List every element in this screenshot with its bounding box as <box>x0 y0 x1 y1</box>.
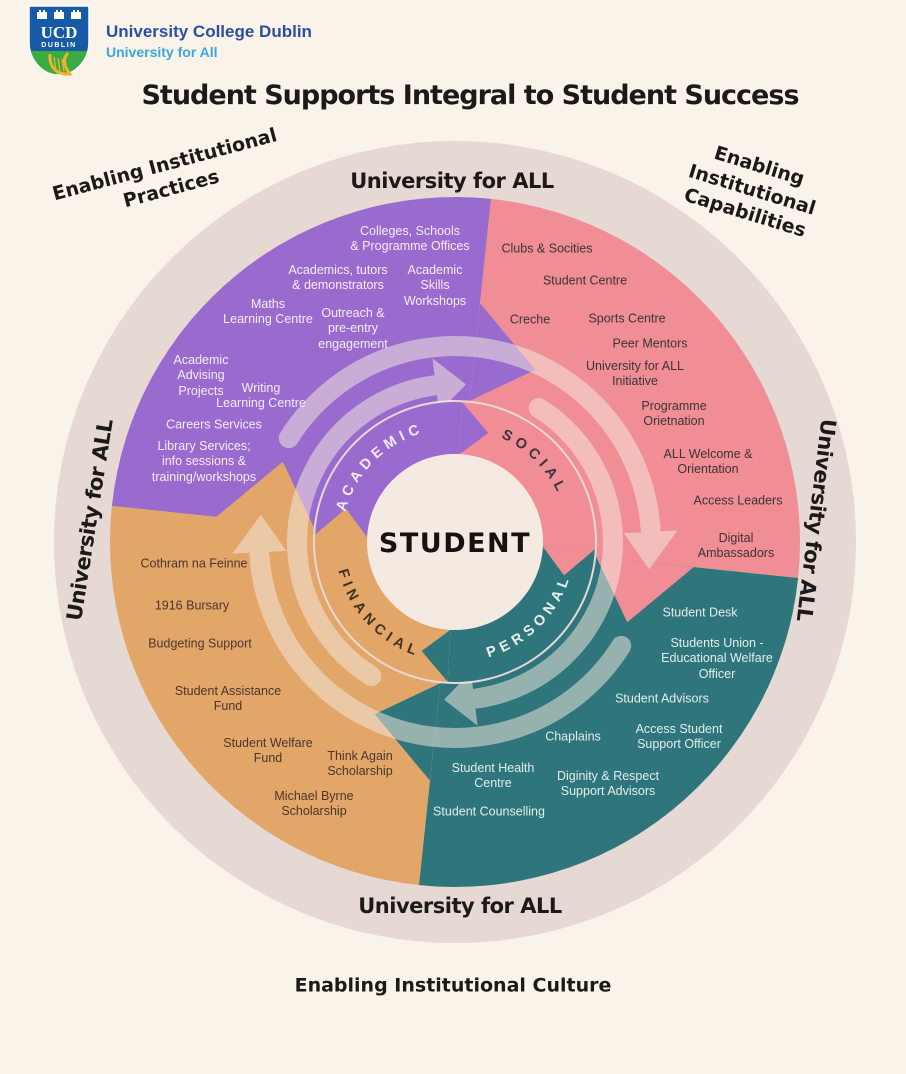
financial-block-chevron <box>216 461 314 528</box>
header: UCD DUBLIN University College Dublin Uni… <box>26 4 312 82</box>
support-item-social: Programme Orietnation <box>641 398 707 428</box>
financial-block <box>110 505 441 886</box>
support-item-social: Sports Centre <box>588 311 666 326</box>
academic-ring-chevron <box>459 402 489 455</box>
support-item-academic: Maths Learning Centre <box>223 296 313 326</box>
arrow-outer-to-right <box>278 336 661 539</box>
support-item-personal: Student Health Centre <box>451 760 535 790</box>
crest-acronym: UCD <box>41 23 78 42</box>
support-item-academic: Academic Skills Workshops <box>403 263 467 308</box>
support-item-financial: Cothram na Feinne <box>140 556 248 571</box>
support-item-social: Peer Mentors <box>612 336 688 351</box>
support-item-academic: Academics, tutors & demonstrators <box>288 262 388 292</box>
arrow-outer-to-left <box>249 545 632 748</box>
support-item-social: Digital Ambassadors <box>697 530 775 560</box>
personal-block <box>418 556 799 887</box>
corner-label-culture: Enabling Institutional Culture <box>294 974 612 997</box>
arrow-outer-to-right-head <box>623 530 678 570</box>
org-block: University College Dublin University for… <box>106 22 312 60</box>
ucd-crest-logo: UCD DUBLIN <box>28 5 90 76</box>
social-block <box>469 198 800 579</box>
support-item-social: Creche <box>509 312 551 327</box>
academic-block <box>111 196 492 528</box>
social-block-chevron <box>596 556 694 623</box>
support-item-academic: Library Services; info sessions & traini… <box>151 439 257 484</box>
support-item-financial: Budgeting Support <box>148 636 252 651</box>
arrow-outer-to-left-head <box>232 514 287 554</box>
support-item-personal: Diginity & Respect Support Advisors <box>556 768 660 798</box>
arrow-inner-to-bottom-head <box>443 672 478 726</box>
support-item-academic: Careers Services <box>166 417 262 432</box>
support-item-academic: Academic Advising Projects <box>173 353 229 398</box>
student-center-circle <box>367 454 543 630</box>
academic-ring-segment <box>315 402 463 538</box>
support-item-academic: Colleges, Schools & Programme Offices <box>350 223 470 253</box>
support-item-financial: Think Again Scholarship <box>327 748 393 778</box>
support-item-personal: Student Counselling <box>433 804 545 819</box>
support-item-financial: Student Assistance Fund <box>174 683 282 713</box>
personal-ring-segment <box>447 546 595 682</box>
arrow-inner-to-bottom <box>466 398 623 709</box>
page-title: Student Supports Integral to Student Suc… <box>141 80 799 112</box>
support-item-social: Clubs & Socities <box>501 241 593 256</box>
personal-ring-chevron <box>421 629 451 682</box>
support-item-academic: Writing Learning Centre <box>216 380 306 410</box>
financial-ring-chevron <box>315 508 368 538</box>
support-item-personal: Student Advisors <box>615 691 709 706</box>
support-item-social: University for ALL Initiative <box>586 358 684 388</box>
arrow-inner-to-top-head <box>432 358 467 412</box>
ring-label-bottom: University for ALL <box>358 893 562 918</box>
center-student-label: STUDENT <box>379 528 531 559</box>
support-item-social: ALL Welcome & Orientation <box>663 446 753 476</box>
support-item-personal: Chaplains <box>545 729 601 744</box>
financial-ring-segment <box>314 534 451 682</box>
support-item-financial: Michael Byrne Scholarship <box>274 788 354 818</box>
cycle-arrows <box>232 336 678 748</box>
support-item-social: Student Centre <box>542 273 628 288</box>
support-item-academic: Outreach & pre-entry engagement <box>318 306 388 351</box>
support-item-financial: 1916 Bursary <box>154 598 230 613</box>
crest-city: DUBLIN <box>41 42 76 49</box>
arrow-inner-to-top <box>287 375 444 686</box>
support-item-social: Access Leaders <box>693 493 783 508</box>
org-name: University College Dublin <box>106 22 312 41</box>
social-ring-chevron <box>542 546 595 576</box>
support-item-personal: Student Desk <box>662 605 738 620</box>
social-ring-segment <box>459 402 595 550</box>
ring-label-top: University for ALL <box>350 168 554 193</box>
support-item-personal: Students Union - Educational Welfare Off… <box>661 636 773 681</box>
org-tagline: University for All <box>106 44 218 60</box>
harp-icon <box>48 51 73 76</box>
support-item-personal: Access Student Support Officer <box>635 721 723 751</box>
support-item-financial: Student Welfare Fund <box>223 735 313 765</box>
